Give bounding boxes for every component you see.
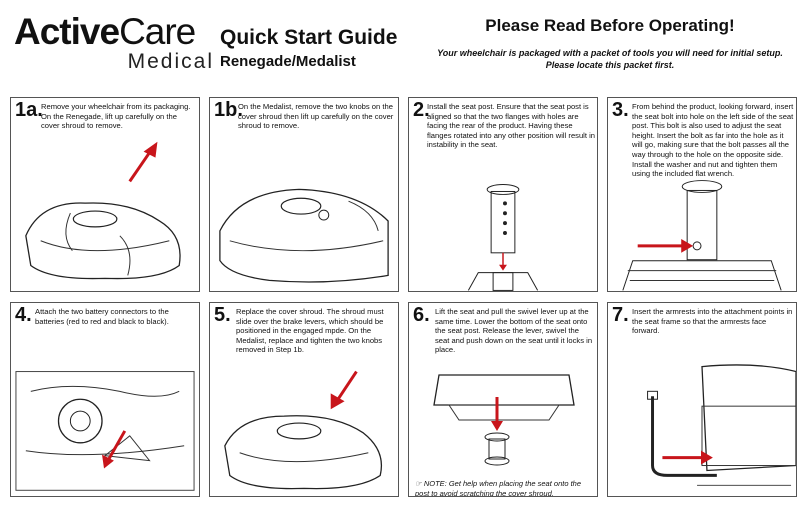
step-text: Replace the cover shroud. The shroud mus…: [236, 307, 384, 355]
brand-logo: ActiveCare Medical: [14, 12, 214, 78]
step-number: 1b.: [214, 99, 243, 121]
step-1b-panel: 1b. On the Medalist, remove the two knob…: [209, 97, 399, 292]
step-text: Insert the armrests into the attachment …: [632, 307, 793, 336]
step-2-illustration: [467, 184, 539, 291]
step-text: On the Medalist, remove the two knobs on…: [238, 102, 394, 131]
step-text: Lift the seat and pull the swivel lever …: [435, 307, 593, 355]
model-name: Renegade/Medalist: [220, 53, 356, 70]
step-7-panel: 7. Insert the armrests into the attachme…: [607, 302, 797, 497]
step-number: 3.: [612, 99, 629, 121]
step-text: Install the seat post. Ensure that the s…: [427, 102, 596, 150]
step-4-illustration: [15, 371, 195, 491]
packet-line-2: Please locate this packet first.: [545, 60, 675, 70]
step-number: 6.: [413, 304, 430, 326]
brand-care: Care: [119, 11, 196, 52]
page-title: Quick Start Guide: [220, 26, 398, 49]
step-text: Remove your wheelchair from its packagin…: [41, 102, 191, 131]
brand-medical: Medical: [127, 50, 214, 73]
hand-icon: ☞: [415, 479, 422, 488]
step-text: Attach the two battery connectors to the…: [35, 307, 169, 326]
note-text: NOTE: Get help when placing the seat ont…: [415, 479, 582, 497]
packet-note: Your wheelchair is packaged with a packe…: [410, 47, 808, 71]
brand-name: ActiveCare: [14, 11, 196, 52]
step-2-panel: 2. Install the seat post. Ensure that th…: [408, 97, 598, 292]
step-1b-illustration: [219, 188, 389, 283]
step-6-panel: 6. Lift the seat and pull the swivel lev…: [408, 302, 598, 497]
step-6-note: ☞ NOTE: Get help when placing the seat o…: [415, 479, 593, 497]
step-text: From behind the product, looking forward…: [632, 102, 794, 179]
step-number: 2.: [413, 99, 430, 121]
step-5-panel: 5. Replace the cover shroud. The shroud …: [209, 302, 399, 497]
step-5-illustration: [224, 370, 383, 490]
brand-active: Active: [14, 11, 120, 52]
step-4-panel: 4. Attach the two battery connectors to …: [10, 302, 200, 497]
step-number: 7.: [612, 304, 629, 326]
step-3-illustration: [622, 180, 782, 291]
step-number: 4.: [15, 304, 32, 326]
step-1a-panel: 1a. Remove your wheelchair from its pack…: [10, 97, 200, 292]
step-number: 5.: [214, 304, 231, 326]
step-3-panel: 3. From behind the product, looking forw…: [607, 97, 797, 292]
step-7-illustration: [647, 364, 796, 486]
step-6-illustration: [433, 374, 575, 466]
step-number: 1a.: [15, 99, 43, 121]
packet-line-1: Your wheelchair is packaged with a packe…: [437, 48, 783, 58]
warning-heading: Please Read Before Operating!: [485, 16, 735, 35]
step-1a-illustration: [25, 141, 181, 280]
